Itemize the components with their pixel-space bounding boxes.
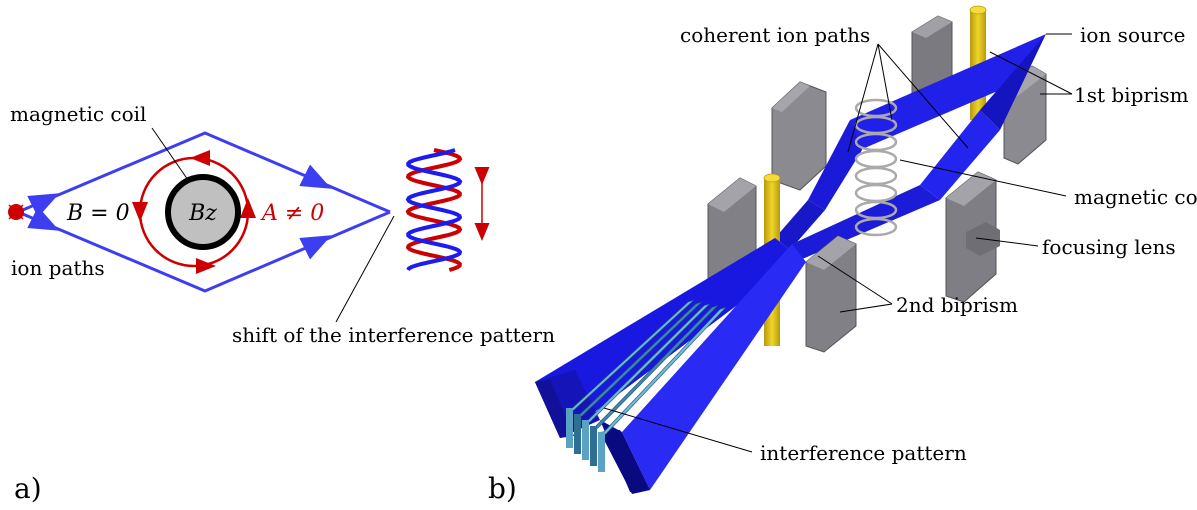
leader-first-biprism-1 [989, 51, 1073, 95]
beam-source-branches [850, 34, 1046, 150]
panel-b-label: b) [488, 472, 517, 505]
coil-winding [854, 183, 898, 203]
coil-winding [854, 149, 898, 169]
beam-diverging-lower [535, 238, 806, 494]
leader-interference [603, 407, 753, 453]
coil-winding [854, 217, 898, 237]
shift-leader-line [335, 215, 395, 323]
coil-winding [854, 166, 898, 186]
leader-coherent-1 [877, 43, 893, 121]
leader-focusing-lens [975, 237, 1039, 247]
leader-coherent-3 [847, 43, 879, 153]
panel-a: Bz magnetic coil B = 0 A ≠ 0 ion paths s… [8, 102, 555, 505]
ion-paths-label: ion paths [11, 256, 105, 280]
path-direction-arrows [27, 164, 332, 260]
shift-caption: shift of the interference pattern [232, 323, 555, 347]
b-field-label: B = 0 [66, 201, 130, 226]
electrode-lower-right [805, 235, 857, 353]
magnetic-coil-label-b: magnetic coil [1074, 185, 1197, 209]
leader-second-biprism-2 [839, 303, 893, 313]
arrow-marker [27, 206, 60, 231]
ion-source-cross [8, 204, 24, 220]
beam-right-branch [792, 110, 1000, 260]
focusing-lens-label: focusing lens [1042, 235, 1176, 259]
leader-second-biprism-1 [817, 255, 893, 305]
beam-left-branch [775, 120, 862, 250]
fringe-end [598, 432, 605, 472]
arrow-marker [299, 235, 332, 260]
second-biprism-label: 2nd biprism [896, 293, 1018, 317]
a-field-label: A ≠ 0 [260, 201, 324, 226]
panel-b-leaders [603, 33, 1073, 453]
panel-a-label: a) [14, 472, 42, 505]
fringe-end [574, 414, 581, 454]
vector-potential-arrows [132, 150, 256, 274]
coherent-ion-paths-label: coherent ion paths [680, 23, 870, 47]
interference-pattern-waves [405, 148, 463, 272]
leader-magnetic-coil [899, 159, 1067, 197]
arrow-marker [27, 193, 60, 218]
fringe-end [582, 420, 589, 460]
arrow-marker [299, 164, 332, 189]
magnetic-coil-cross-section [165, 174, 241, 250]
electrode-upper-left [771, 81, 827, 191]
ion-source-label: ion source [1080, 23, 1185, 47]
coil-leader-line [151, 127, 189, 181]
electrode-focusing-lens [945, 171, 1000, 303]
fringe-end [566, 408, 573, 448]
first-biprism-label: 1st biprism [1074, 83, 1189, 107]
magnetic-coil-label: magnetic coil [10, 102, 146, 126]
leader-coherent-2 [877, 43, 969, 149]
panel-b: coherent ion paths ion source 1st bipris… [488, 5, 1197, 505]
coil-field-label: Bz [188, 201, 217, 226]
magnetic-coil-spring [854, 98, 898, 237]
interference-pattern-fringes [566, 299, 727, 472]
interference-pattern-label: interference pattern [760, 441, 967, 465]
fringe-end [590, 426, 597, 466]
